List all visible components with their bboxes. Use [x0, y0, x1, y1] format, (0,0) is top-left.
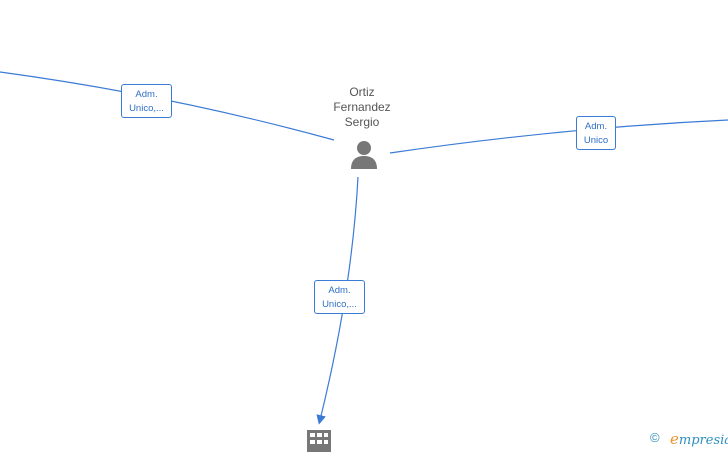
edge-label-left[interactable]: Adm. Unico,... [121, 84, 172, 118]
edge-label-right[interactable]: Adm. Unico [576, 116, 616, 150]
edge-label-bottom[interactable]: Adm. Unico,... [314, 280, 365, 314]
person-name[interactable]: Ortiz Fernandez Sergio [333, 85, 391, 129]
brand-logo: empresia [670, 430, 728, 448]
brand-first-letter: e [670, 430, 679, 448]
edge-right [389, 119, 728, 154]
building-icon[interactable] [307, 430, 331, 452]
brand-rest: mpresia [678, 433, 728, 448]
copyright-symbol: © [650, 430, 660, 445]
person-icon[interactable] [349, 140, 379, 170]
